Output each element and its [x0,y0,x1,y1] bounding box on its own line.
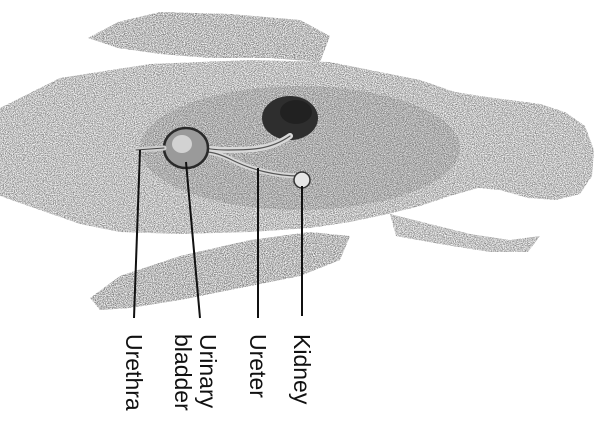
label-urinary-bladder-line1: Urinary [195,334,220,411]
label-kidney: Kidney [289,334,314,404]
label-urinary-bladder-line2: bladder [170,334,195,411]
label-urethra: Urethra [121,334,146,411]
label-kidney-text: Kidney [289,334,314,404]
kidney-highlight [294,172,310,188]
label-ureter: Ureter [245,334,270,398]
label-ureter-text: Ureter [245,334,270,398]
label-urinary-bladder: Urinary bladder [170,334,220,411]
urethra-tube [136,148,164,150]
label-urethra-text: Urethra [121,334,146,411]
